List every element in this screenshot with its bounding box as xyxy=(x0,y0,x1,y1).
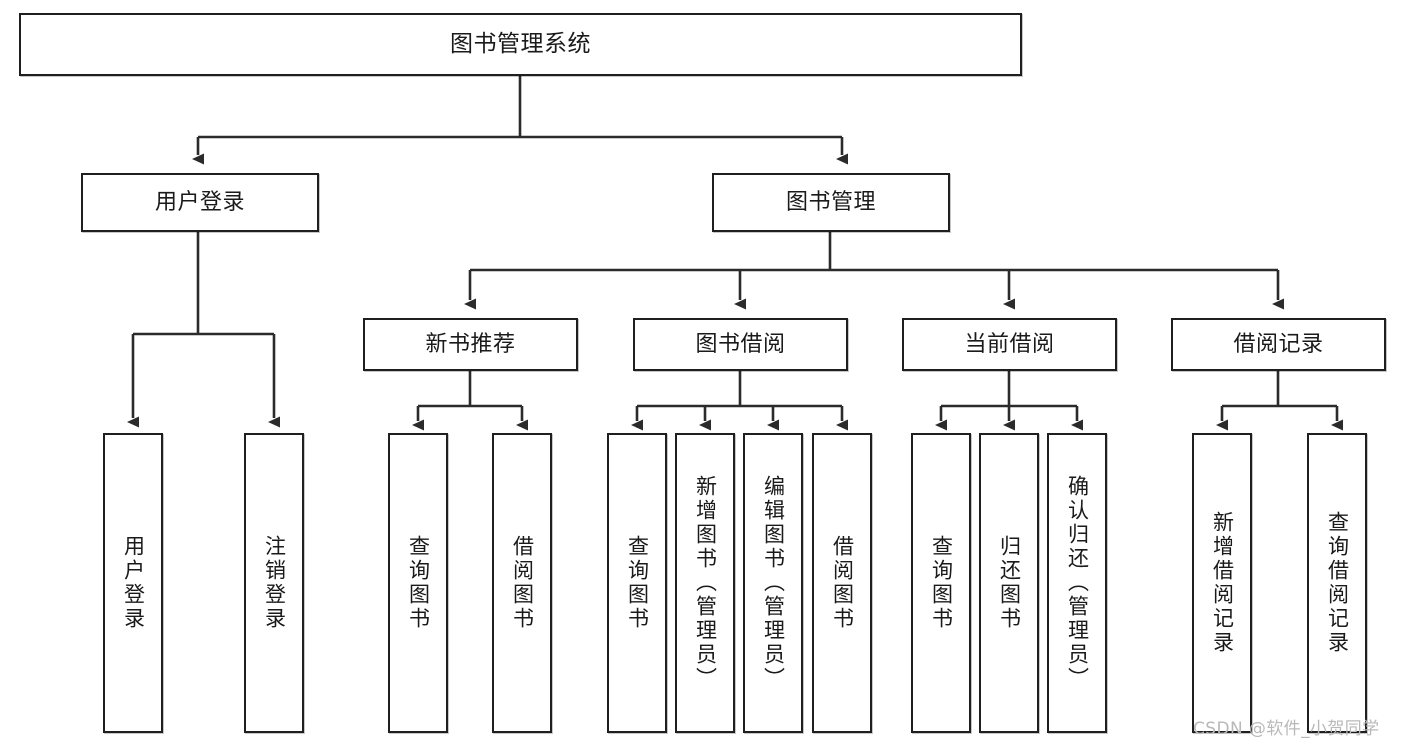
node-label: 新书推荐 xyxy=(425,331,516,357)
node-label: 确认归还（管理员） xyxy=(1065,475,1090,691)
watermark-text: CSDN @软件_小贺同学 xyxy=(1193,719,1380,739)
node-label: 查询图书 xyxy=(929,535,954,631)
node-label: 图书借阅 xyxy=(695,331,786,357)
node-leaf-borrow-book-2[interactable]: 借阅图书 xyxy=(812,433,872,733)
node-label: 归还图书 xyxy=(997,535,1022,631)
node-book-borrow[interactable]: 图书借阅 xyxy=(633,318,848,371)
node-leaf-logout-login[interactable]: 注销登录 xyxy=(244,433,304,733)
node-leaf-return-book[interactable]: 归还图书 xyxy=(979,433,1039,733)
node-label: 用户登录 xyxy=(154,189,245,215)
node-leaf-edit-book[interactable]: 编辑图书（管理员） xyxy=(743,433,803,733)
node-book-management[interactable]: 图书管理 xyxy=(712,173,950,232)
node-label: 图书管理系统 xyxy=(450,30,591,57)
node-leaf-user-login[interactable]: 用户登录 xyxy=(103,433,163,733)
node-current-borrow[interactable]: 当前借阅 xyxy=(902,318,1117,371)
node-label: 新增借阅记录 xyxy=(1210,511,1235,655)
node-label: 借阅图书 xyxy=(510,535,535,631)
node-new-book-recommend[interactable]: 新书推荐 xyxy=(363,318,578,371)
node-label: 查询图书 xyxy=(406,535,431,631)
node-label: 新增图书（管理员） xyxy=(693,475,718,691)
node-label: 当前借阅 xyxy=(964,331,1055,357)
node-label: 查询借阅记录 xyxy=(1325,511,1350,655)
node-leaf-query-book-2[interactable]: 查询图书 xyxy=(607,433,667,733)
node-label: 注销登录 xyxy=(262,535,287,631)
node-leaf-add-book[interactable]: 新增图书（管理员） xyxy=(675,433,735,733)
node-label: 用户登录 xyxy=(121,535,146,631)
node-label: 借阅图书 xyxy=(830,535,855,631)
node-leaf-add-record[interactable]: 新增借阅记录 xyxy=(1192,433,1252,733)
node-label: 借阅记录 xyxy=(1233,331,1324,357)
node-label: 查询图书 xyxy=(625,535,650,631)
node-leaf-confirm-return[interactable]: 确认归还（管理员） xyxy=(1047,433,1107,733)
node-borrow-record[interactable]: 借阅记录 xyxy=(1171,318,1386,371)
node-leaf-query-book-1[interactable]: 查询图书 xyxy=(388,433,448,733)
node-root-book-management-system[interactable]: 图书管理系统 xyxy=(19,13,1022,76)
node-leaf-query-record[interactable]: 查询借阅记录 xyxy=(1307,433,1367,733)
node-label: 图书管理 xyxy=(785,189,876,215)
node-user-login[interactable]: 用户登录 xyxy=(81,173,319,232)
node-leaf-query-book-3[interactable]: 查询图书 xyxy=(911,433,971,733)
node-leaf-borrow-book-1[interactable]: 借阅图书 xyxy=(492,433,552,733)
node-label: 编辑图书（管理员） xyxy=(761,475,786,691)
